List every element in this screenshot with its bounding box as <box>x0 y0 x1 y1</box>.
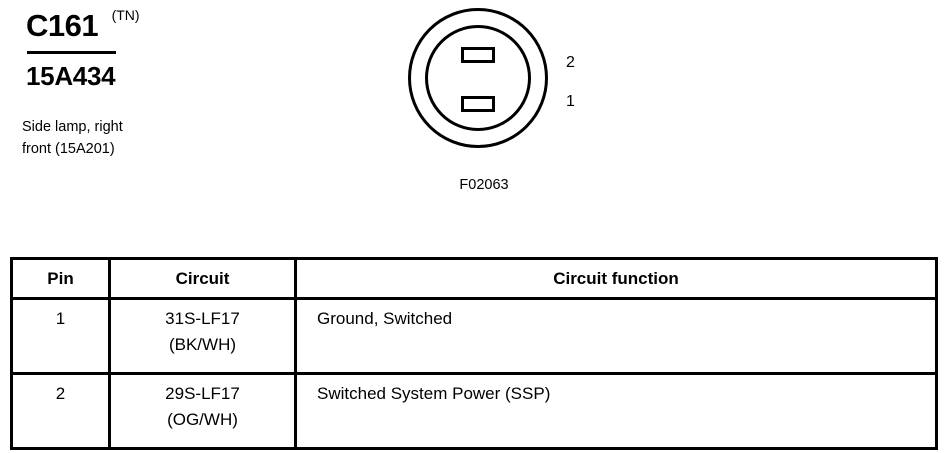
connector-id-line: C161 (TN) <box>26 6 356 54</box>
circuit-code: 31S-LF17 <box>165 309 240 328</box>
circuit-code: 29S-LF17 <box>165 384 240 403</box>
connector-part-number: 15A434 <box>26 61 116 91</box>
connector-face-diagram: 2 1 F02063 <box>404 4 604 204</box>
pin-slot-1-icon <box>461 96 495 112</box>
connector-color-code: (TN) <box>111 7 140 23</box>
cell-circuit-function: Ground, Switched <box>294 297 938 375</box>
cell-pin: 2 <box>10 372 111 450</box>
cell-circuit: 31S-LF17 (BK/WH) <box>108 297 297 375</box>
pin-callout-2: 2 <box>566 54 575 71</box>
table-row: 1 31S-LF17 (BK/WH) Ground, Switched <box>10 297 938 375</box>
cell-circuit: 29S-LF17 (OG/WH) <box>108 372 297 450</box>
column-header-pin: Pin <box>10 257 111 300</box>
header-divider-rule <box>27 51 116 54</box>
pin-assignment-table: Pin Circuit Circuit function 1 31S-LF17 … <box>10 257 938 450</box>
column-header-circuit-function: Circuit function <box>294 257 938 300</box>
pin-slot-2-icon <box>461 47 495 63</box>
pin-callout-1: 1 <box>566 93 575 110</box>
connector-inner-ring-icon <box>425 25 531 131</box>
connector-description: Side lamp, right front (15A201) <box>22 116 262 160</box>
table-header-row: Pin Circuit Circuit function <box>10 257 938 300</box>
cell-circuit-function: Switched System Power (SSP) <box>294 372 938 450</box>
connector-description-line-2: front (15A201) <box>22 141 115 157</box>
column-header-circuit: Circuit <box>108 257 297 300</box>
circuit-color: (OG/WH) <box>167 410 238 429</box>
connector-face-code: F02063 <box>459 177 509 193</box>
connector-description-line-1: Side lamp, right <box>22 119 123 135</box>
cell-pin: 1 <box>10 297 111 375</box>
circuit-color: (BK/WH) <box>168 335 237 354</box>
connector-id: C161 <box>26 8 99 43</box>
connector-header: C161 (TN) 15A434 Side lamp, right front … <box>22 6 356 157</box>
table-row: 2 29S-LF17 (OG/WH) Switched System Power… <box>10 372 938 450</box>
